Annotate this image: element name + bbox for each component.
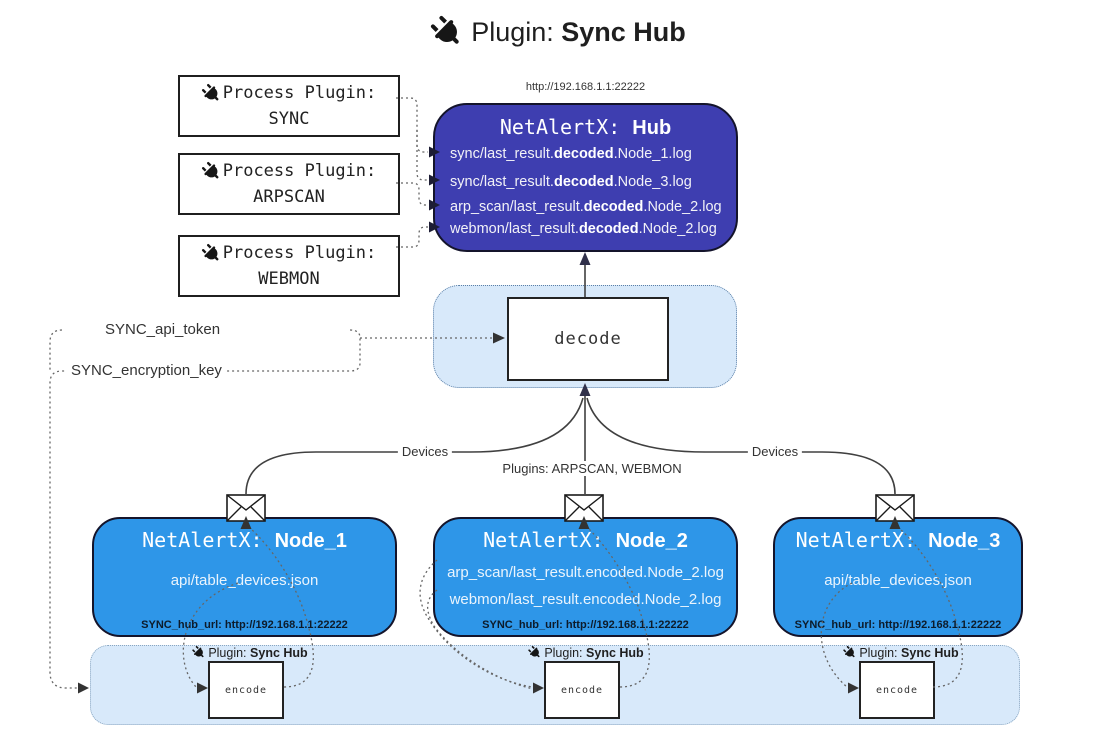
plug-icon [198, 158, 225, 185]
node-title: NetAlertX: Node_1 [142, 528, 347, 552]
plug-icon [190, 643, 208, 661]
decode-box: decode [507, 297, 669, 381]
encoder-label: Plugin: Sync Hub [841, 643, 959, 661]
hub-log-line: arp_scan/last_result.decoded.Node_2.log [450, 199, 722, 215]
node-1: NetAlertX: Node_1 api/table_devices.json… [92, 517, 397, 637]
plug-icon [841, 643, 859, 661]
encoder-label: Plugin: Sync Hub [526, 643, 644, 661]
page-title-text: Plugin: Sync Hub [471, 16, 686, 47]
node-2: NetAlertX: Node_2 arp_scan/last_result.e… [433, 517, 738, 637]
plug-icon [425, 9, 470, 54]
plug-icon [198, 240, 225, 267]
process-plugin-name: WEBMON [258, 269, 320, 289]
node-hub-url: SYNC_hub_url: http://192.168.1.1:22222 [794, 619, 1002, 631]
process-plugin-name: SYNC [268, 109, 310, 129]
envelope-icon [564, 494, 604, 522]
hub-title: NetAlertX: Hub [499, 115, 672, 139]
hub-url-label: http://192.168.1.1:22222 [525, 81, 646, 93]
encode-box: encode [544, 661, 620, 719]
node-hub-url: SYNC_hub_url: http://192.168.1.1:22222 [141, 619, 348, 631]
node-hub-url: SYNC_hub_url: http://192.168.1.1:22222 [482, 619, 689, 631]
node-file: webmon/last_result.encoded.Node_2.log [449, 591, 722, 608]
hub-log-line: sync/last_result.decoded.Node_1.log [450, 146, 692, 162]
process-plugin-name: ARPSCAN [253, 187, 325, 207]
edge-label-devices-right: Devices [747, 444, 803, 459]
process-plugin-sync: Process Plugin: SYNC [178, 75, 400, 137]
node-file: api/table_devices.json [824, 572, 972, 589]
encode-box: encode [859, 661, 935, 719]
edge-label-devices-left: Devices [397, 444, 453, 459]
node-title: NetAlertX: Node_2 [483, 528, 688, 552]
node-file: arp_scan/last_result.encoded.Node_2.log [447, 564, 724, 581]
node-file: api/table_devices.json [170, 572, 319, 589]
encoder-label: Plugin: Sync Hub [190, 643, 308, 661]
hub-log-line: webmon/last_result.decoded.Node_2.log [450, 221, 717, 237]
node-title: NetAlertX: Node_3 [795, 528, 1001, 552]
plug-icon [198, 80, 225, 107]
process-plugin-label: Process Plugin: [222, 243, 377, 263]
process-plugin-label: Process Plugin: [222, 83, 377, 103]
envelope-icon [875, 494, 915, 522]
process-plugin-webmon: Process Plugin: WEBMON [178, 235, 400, 297]
page-title: Plugin: Sync Hub [0, 16, 1117, 48]
hub-log-line: sync/last_result.decoded.Node_3.log [450, 174, 692, 190]
envelope-icon [226, 494, 266, 522]
plug-icon [526, 643, 544, 661]
node-3: NetAlertX: Node_3 api/table_devices.json… [773, 517, 1023, 637]
sync-api-token-label: SYNC_api_token [100, 321, 226, 338]
edge-label-plugins: Plugins: ARPSCAN, WEBMON [498, 461, 686, 476]
encode-box: encode [208, 661, 284, 719]
process-plugin-arpscan: Process Plugin: ARPSCAN [178, 153, 400, 215]
process-plugin-label: Process Plugin: [222, 161, 377, 181]
sync-encryption-key-label: SYNC_encryption_key [66, 362, 227, 379]
hub-node: NetAlertX: Hub sync/last_result.decoded.… [433, 103, 738, 252]
